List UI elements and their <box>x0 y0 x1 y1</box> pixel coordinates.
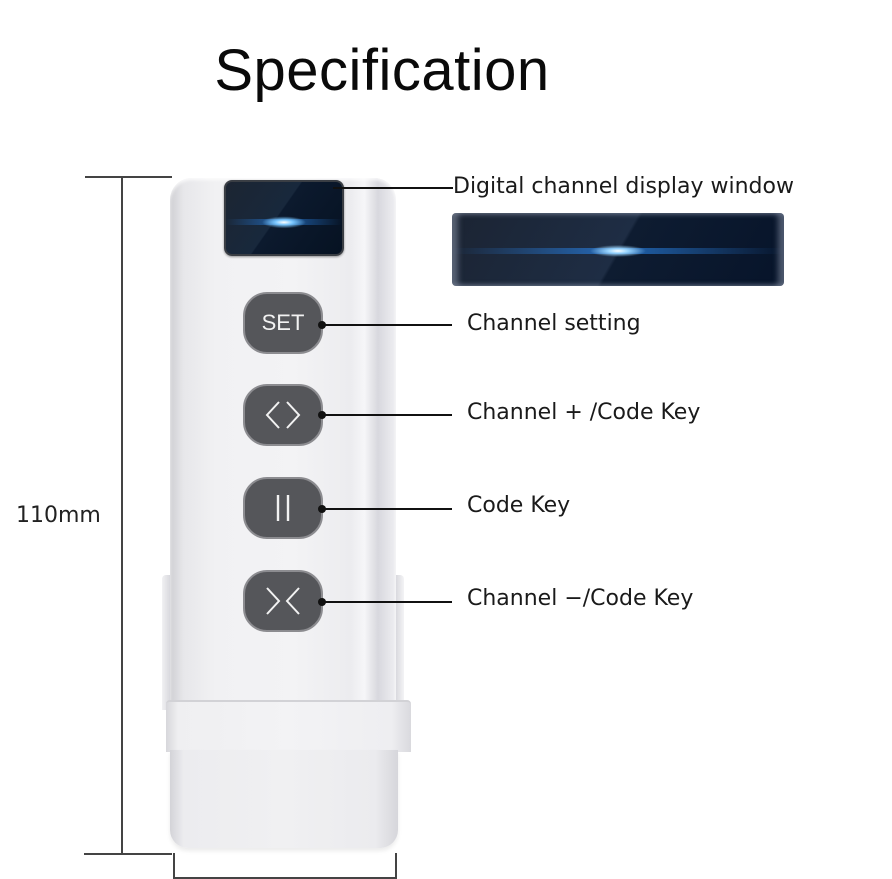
callout-line-set <box>322 324 452 326</box>
callout-set-label: Channel setting <box>467 311 641 336</box>
remote-side-step-left <box>162 575 170 710</box>
page-title: Specification <box>214 38 550 103</box>
callout-line-code <box>322 508 452 510</box>
set-button[interactable]: SET <box>243 292 323 354</box>
channel-plus-button[interactable] <box>243 384 323 446</box>
callout-code-label: Code Key <box>467 493 571 518</box>
angle-brackets-inward-icon <box>266 587 300 615</box>
code-button[interactable] <box>243 477 323 539</box>
double-vertical-bar-icon <box>276 495 290 521</box>
callout-line-channel-plus <box>322 414 452 416</box>
display-window-closeup <box>452 213 784 286</box>
dimension-height-label: 110mm <box>16 503 101 528</box>
dimension-top-tick <box>85 176 172 178</box>
callout-display-label: Digital channel display window <box>453 174 794 199</box>
dimension-vertical-line <box>121 177 123 854</box>
remote-base <box>170 750 398 848</box>
width-bracket-left <box>173 853 175 879</box>
set-button-label: SET <box>261 310 305 335</box>
callout-channel-minus-label: Channel −/Code Key <box>467 586 694 611</box>
dimension-bottom-tick <box>84 853 172 855</box>
channel-minus-button[interactable] <box>243 570 323 632</box>
callout-line-display <box>333 187 453 189</box>
remote-side-step-right <box>396 575 404 710</box>
callout-line-channel-minus <box>322 601 452 603</box>
remote-display-window <box>224 180 344 256</box>
width-bracket-bottom <box>173 877 397 879</box>
remote-band <box>166 700 411 752</box>
angle-brackets-outward-icon <box>265 401 301 429</box>
callout-channel-plus-label: Channel + /Code Key <box>467 400 701 425</box>
width-bracket-right <box>395 853 397 879</box>
